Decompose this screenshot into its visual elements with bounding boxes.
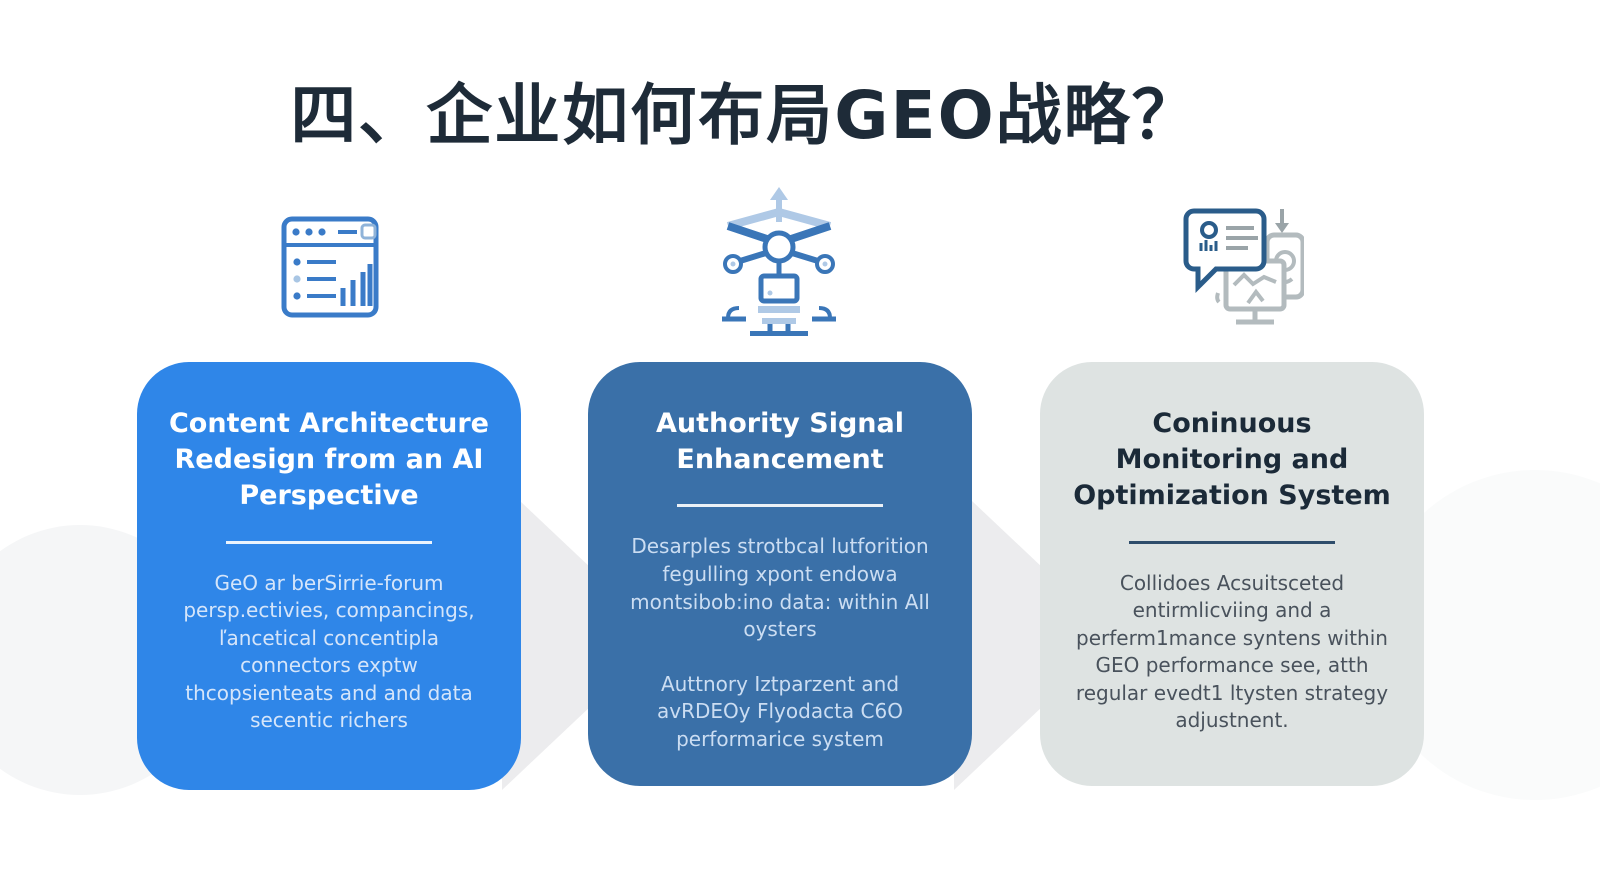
card-authority-signal: Authority Signal Enhancement Desarples s… (588, 362, 972, 786)
card-title: Coninuous Monitoring and Optimization Sy… (1073, 408, 1391, 512)
monitoring-feedback-icon (1178, 203, 1306, 333)
card-paragraph: Desarples strotbcal lutforition fegullin… (630, 534, 930, 642)
authority-network-icon (714, 184, 844, 340)
card-paragraph: GeO ar berSirrie-forum persp.ectivies, c… (183, 570, 475, 733)
card-content-architecture: Content Architecture Redesign from an AI… (137, 362, 521, 790)
card-body: GeO ar berSirrie-forum persp.ectivies, c… (163, 570, 495, 736)
browser-analytics-icon (281, 216, 379, 322)
card-divider (226, 540, 432, 544)
card-divider (677, 504, 883, 508)
card-body: Desarples strotbcal lutforition fegullin… (614, 533, 946, 753)
page-title: 四、企业如何布局GEO战略？ (290, 77, 1200, 154)
card-continuous-monitoring: Coninuous Monitoring and Optimization Sy… (1040, 362, 1424, 786)
card-paragraph: Auttnory Iztparzent and avRDEOy Flyodact… (657, 671, 903, 751)
card-divider (1129, 540, 1335, 544)
card-body: Collidoes Acsuitsceted entirmlicviing an… (1066, 570, 1398, 736)
card-title: Content Architecture Redesign from an AI… (168, 408, 489, 512)
card-title: Authority Signal Enhancement (656, 408, 904, 476)
card-paragraph: Collidoes Acsuitsceted entirmlicviing an… (1075, 570, 1389, 733)
